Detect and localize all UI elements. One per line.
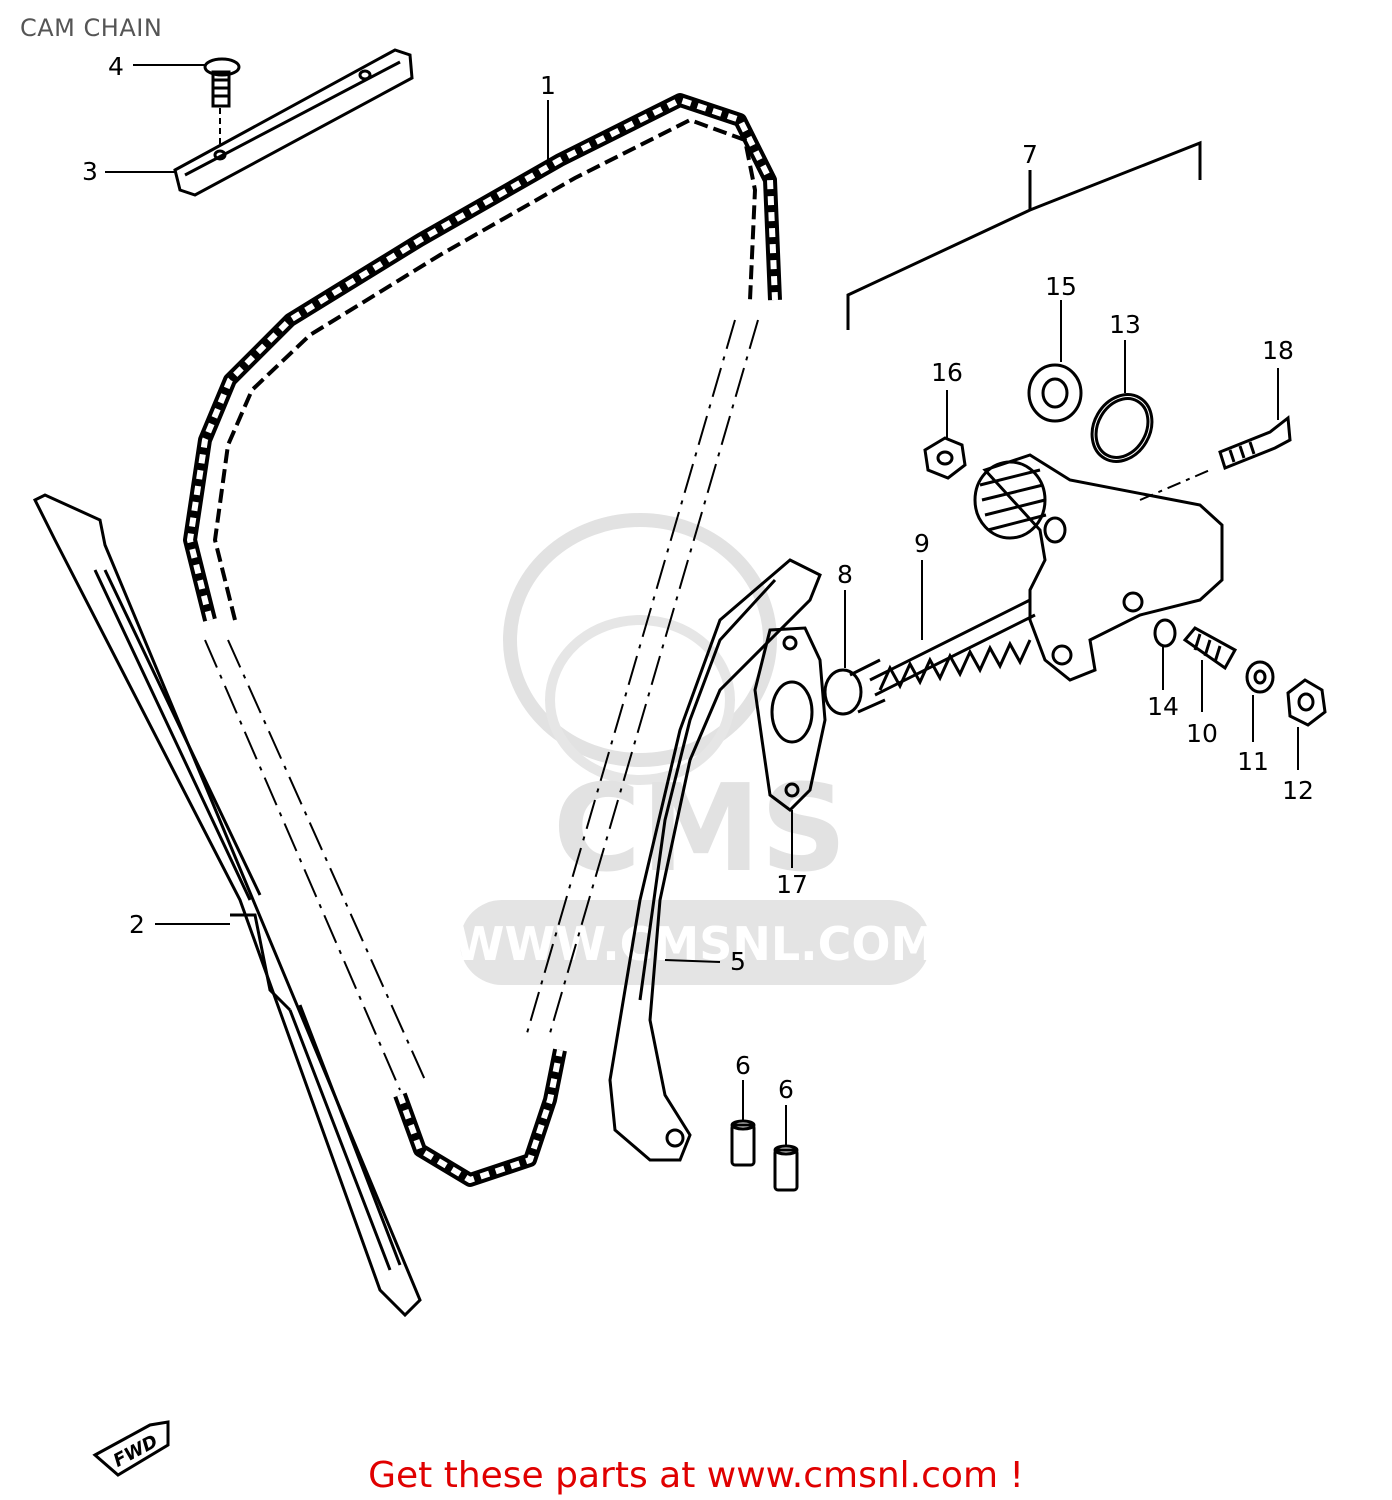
callout-16: 16 (931, 358, 963, 387)
callout-9: 9 (914, 529, 930, 558)
gasket (753, 626, 827, 812)
tensioner-body (846, 140, 1224, 682)
screw-part-4 (203, 57, 241, 148)
watermark-logo: CMS (553, 760, 847, 899)
chain-guide-rear (32, 493, 422, 1318)
callout-15: 15 (1045, 272, 1077, 301)
washer-part-11 (1245, 660, 1275, 694)
callout-2: 2 (129, 910, 145, 939)
nut-part-12 (1286, 678, 1327, 727)
bolt-part-18 (1218, 415, 1292, 470)
footer-promo[interactable]: Get these parts at www.cmsnl.com ! (368, 1455, 1024, 1496)
cam-chain (183, 93, 782, 1187)
callout-5: 5 (730, 947, 746, 976)
cms-watermark: CMS WWW.CMSNL.COM (454, 513, 937, 985)
callout-10: 10 (1186, 719, 1218, 748)
bolt-part-10 (1182, 626, 1238, 671)
callout-8: 8 (837, 560, 853, 589)
callout-7: 7 (1022, 140, 1038, 169)
tensioner-pushrod (823, 598, 1036, 716)
callout-18: 18 (1262, 336, 1294, 365)
callout-numbers: 1 2 3 4 5 6 6 7 8 9 10 11 12 13 14 15 16… (82, 52, 1314, 1104)
callout-17: 17 (776, 870, 808, 899)
callout-6a: 6 (735, 1051, 751, 1080)
nut-part-16 (923, 436, 967, 480)
callout-12: 12 (1282, 776, 1314, 805)
washer-part-14 (1153, 618, 1177, 648)
callout-13: 13 (1109, 310, 1141, 339)
callout-11: 11 (1237, 747, 1269, 776)
callout-3: 3 (82, 157, 98, 186)
watermark-url: WWW.CMSNL.COM (454, 917, 937, 971)
oil-seal-part-15 (1027, 363, 1083, 423)
chain-guide-tensioner (608, 558, 822, 1162)
dowel-pins (730, 1119, 799, 1192)
leader-lines (105, 64, 1299, 1145)
page-title: CAM CHAIN (20, 14, 163, 42)
small-parts (923, 363, 1327, 727)
callout-4: 4 (108, 52, 124, 81)
callout-1: 1 (540, 71, 556, 100)
callout-14: 14 (1147, 692, 1179, 721)
callout-6b: 6 (778, 1075, 794, 1104)
chain-guide-top (173, 48, 414, 197)
o-ring-part-13 (1090, 393, 1154, 463)
